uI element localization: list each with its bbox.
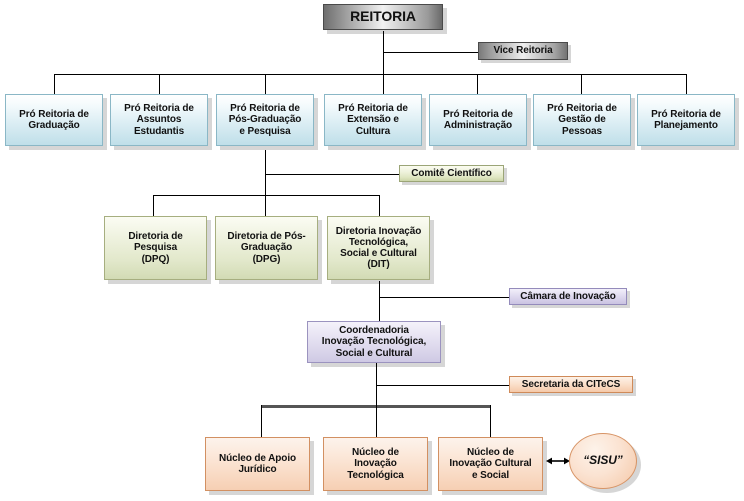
connector-diretoria-bus [153, 195, 379, 196]
node-camara-inovacao[interactable]: Câmara de Inovação [509, 288, 627, 305]
connector-drop-diretoria-2 [265, 195, 266, 216]
connector-drop-nucleo-3 [490, 405, 491, 437]
connector-drop-proreitoria-1 [54, 74, 55, 95]
node-reitoria[interactable]: REITORIA [323, 4, 443, 30]
node-vice-reitoria[interactable]: Vice Reitoria [478, 42, 568, 60]
node-vice-reitoria-label: Vice Reitoria [493, 45, 553, 57]
connector-posgrad-to-comite [265, 174, 399, 175]
connector-drop-nucleo-2 [376, 405, 377, 437]
node-secretaria-citecs[interactable]: Secretaria da CITeCS [509, 376, 633, 393]
connector-drop-proreitoria-5 [477, 74, 478, 95]
connector-coordenadoria-to-secretaria [376, 385, 509, 386]
node-diretoria-pos-graduacao[interactable]: Diretoria de Pós-Graduação(DPG) [215, 216, 318, 280]
node-reitoria-label: REITORIA [350, 8, 416, 25]
connector-drop-diretoria-1 [153, 195, 154, 216]
node-comite-cientifico[interactable]: Comitê Científico [399, 165, 504, 182]
connector-dit-trunk [379, 281, 380, 321]
connector-dit-to-camara [379, 297, 509, 298]
node-camara-inovacao-label: Câmara de Inovação [520, 290, 616, 302]
connector-drop-proreitoria-2 [159, 74, 160, 95]
connector-proreitoria-bus [54, 74, 686, 75]
connector-drop-diretoria-3 [379, 195, 380, 216]
connector-reitoria-to-vice [383, 52, 478, 53]
connector-drop-nucleo-1 [261, 405, 262, 437]
connector-drop-proreitoria-4 [383, 74, 384, 95]
double-arrow-icon [546, 457, 570, 465]
node-diretoria-pos-graduacao-label: Diretoria de Pós-Graduação(DPG) [227, 231, 306, 265]
connector-drop-proreitoria-7 [686, 74, 687, 95]
node-sisu[interactable]: “SISU” [569, 433, 637, 489]
connector-drop-proreitoria-6 [581, 74, 582, 95]
node-comite-cientifico-label: Comitê Científico [411, 167, 492, 179]
node-sisu-label: “SISU” [583, 453, 623, 468]
connector-drop-proreitoria-3 [265, 74, 266, 95]
connector-posgrad-trunk [265, 150, 266, 216]
node-secretaria-citecs-label: Secretaria da CITeCS [521, 378, 621, 390]
